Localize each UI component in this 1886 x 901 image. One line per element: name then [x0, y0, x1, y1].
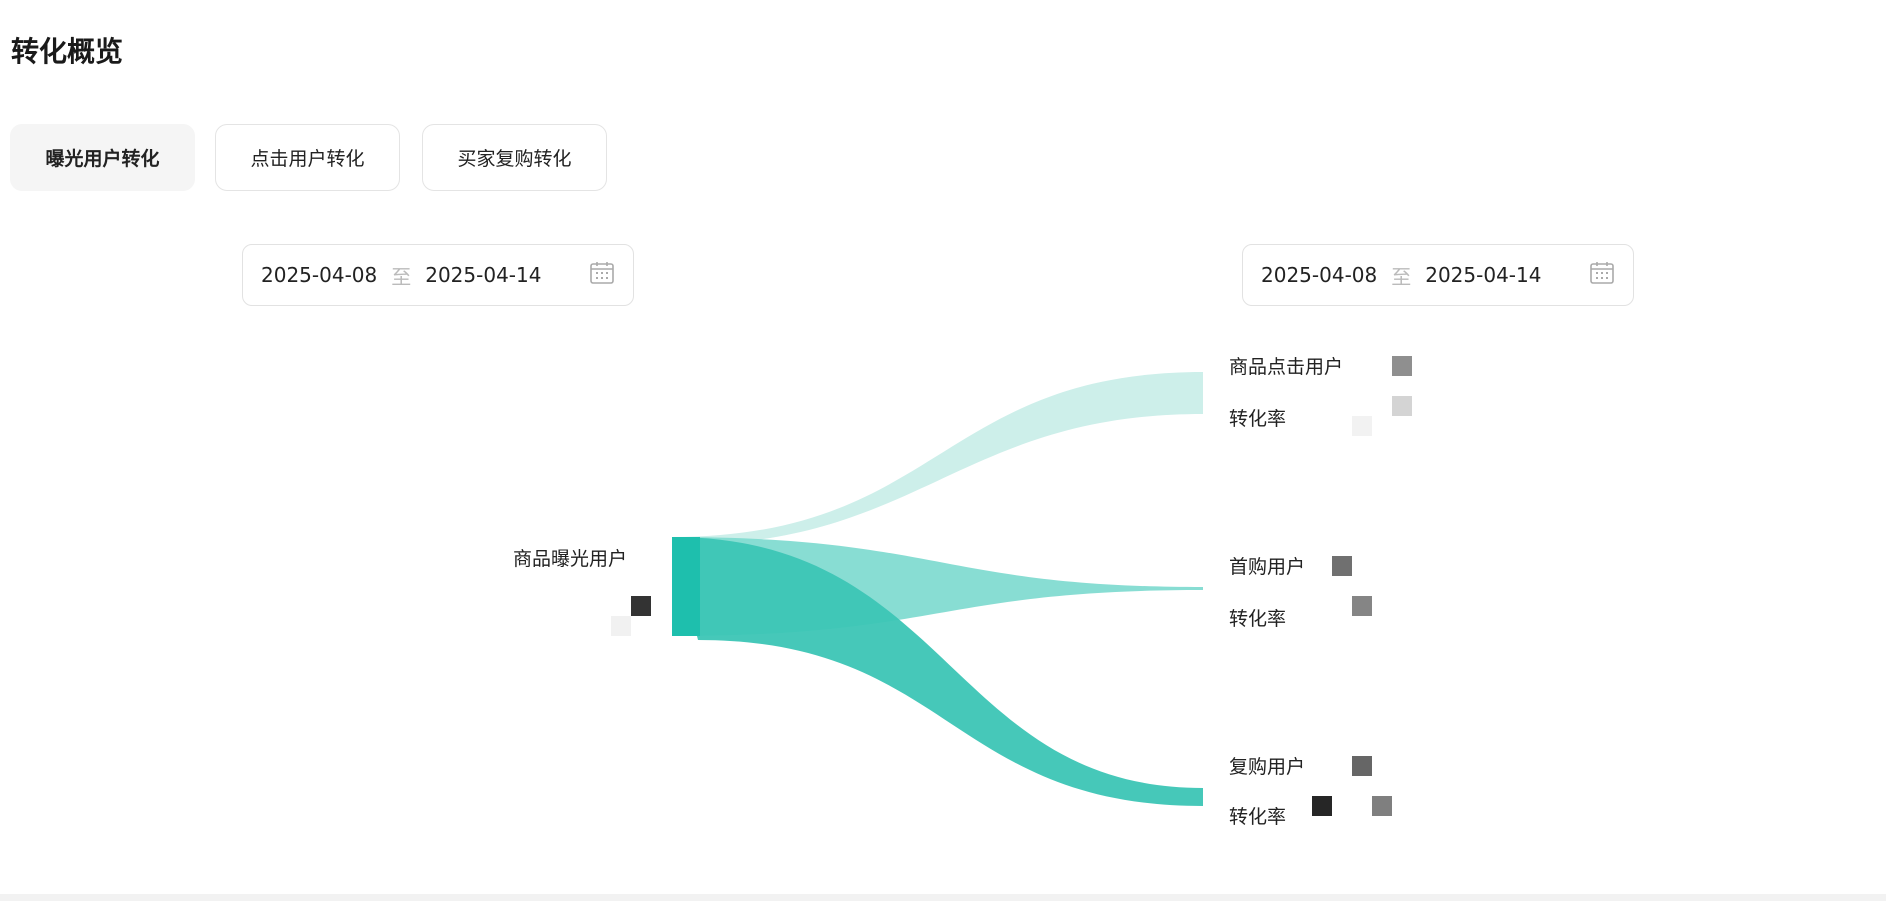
redacted-value	[1392, 356, 1412, 376]
target-label-click-users: 商品点击用户	[1229, 356, 1344, 378]
redacted-value	[611, 616, 631, 636]
page-title: 转化概览	[11, 35, 124, 68]
redacted-value	[1352, 416, 1372, 436]
rate-label-click-users: 转化率	[1229, 408, 1287, 430]
tab-exposure-conversion[interactable]: 曝光用户转化	[10, 124, 195, 191]
redacted-value	[1372, 796, 1392, 816]
range-separator: 至	[1391, 264, 1412, 289]
end-date[interactable]: 2025-04-14	[425, 263, 542, 287]
redacted-value	[1352, 756, 1372, 776]
redacted-value	[1312, 796, 1332, 816]
source-node-label: 商品曝光用户	[513, 548, 628, 570]
calendar-icon[interactable]	[589, 261, 615, 290]
redacted-value	[631, 596, 651, 616]
rate-label-first-purchase: 转化率	[1229, 608, 1287, 630]
rate-label-repurchase: 转化率	[1229, 806, 1287, 828]
target-label-repurchase: 复购用户	[1229, 756, 1306, 778]
target-label-first-purchase: 首购用户	[1229, 556, 1306, 578]
calendar-icon[interactable]	[1589, 261, 1615, 290]
end-date[interactable]: 2025-04-14	[1425, 263, 1542, 287]
start-date[interactable]: 2025-04-08	[261, 263, 378, 287]
redacted-value	[1352, 596, 1372, 616]
date-range-picker-left[interactable]: 2025-04-08 至 2025-04-14	[242, 244, 634, 306]
redacted-value	[1392, 396, 1412, 416]
flow-to-repurchase[interactable]	[672, 537, 1203, 806]
bottom-divider	[0, 894, 1886, 901]
date-range-picker-right[interactable]: 2025-04-08 至 2025-04-14	[1242, 244, 1634, 306]
redacted-value	[1332, 556, 1352, 576]
range-separator: 至	[391, 264, 412, 289]
source-node[interactable]	[672, 537, 700, 636]
tab-click-conversion[interactable]: 点击用户转化	[215, 124, 400, 191]
flow-to-click-users[interactable]	[672, 372, 1203, 545]
start-date[interactable]: 2025-04-08	[1261, 263, 1378, 287]
tab-repurchase-conversion[interactable]: 买家复购转化	[422, 124, 607, 191]
